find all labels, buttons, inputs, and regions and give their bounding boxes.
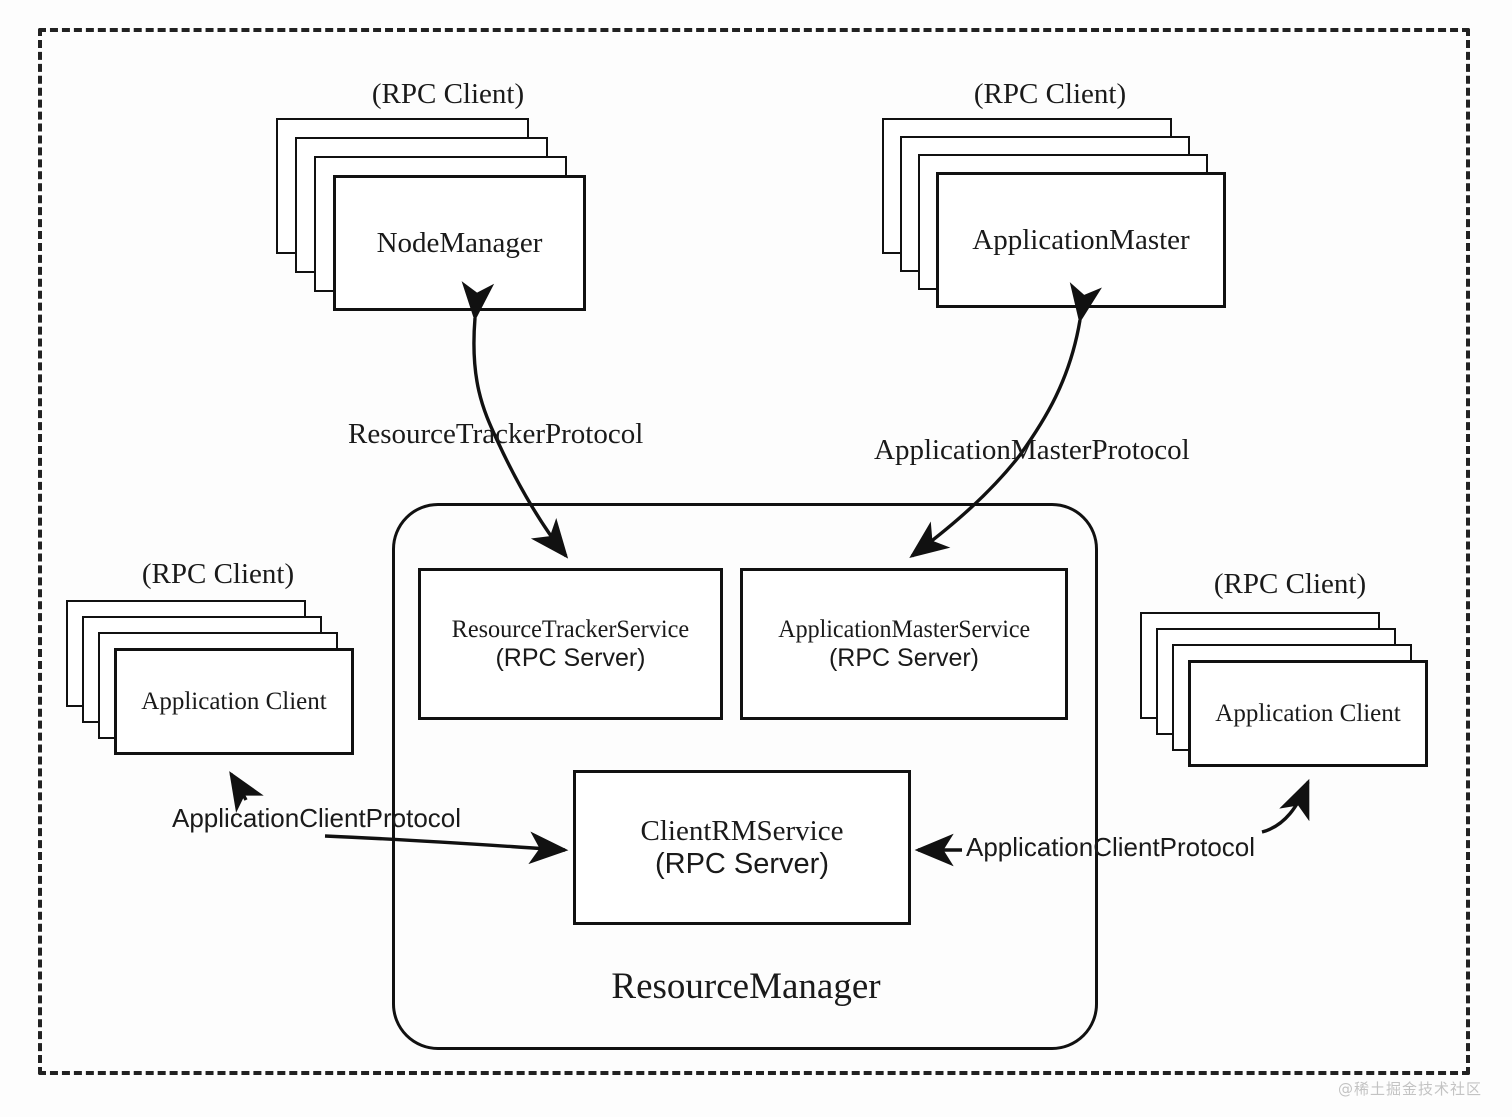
resource-tracker-protocol-arrow xyxy=(461,281,569,559)
client-rm-service-box[interactable]: ClientRMService (RPC Server) xyxy=(573,770,911,925)
application-master-box[interactable]: ApplicationMaster xyxy=(936,172,1226,308)
application-master-protocol-label: ApplicationMasterProtocol xyxy=(874,434,1190,466)
node-manager-label: NodeManager xyxy=(376,226,543,259)
resource-tracker-protocol-label: ResourceTrackerProtocol xyxy=(348,418,644,450)
client-rm-service-role: (RPC Server) xyxy=(654,847,829,880)
application-master-service-role: (RPC Server) xyxy=(828,644,979,672)
application-client-left-rpc-client-caption: (RPC Client) xyxy=(141,558,295,590)
application-client-protocol-left-arrow xyxy=(324,831,569,865)
application-client-right-label: Application Client xyxy=(1215,699,1401,727)
application-client-left-stack: Application Client xyxy=(66,600,366,765)
resource-tracker-service-name: ResourceTrackerService xyxy=(451,616,690,643)
application-master-stack: ApplicationMaster xyxy=(882,118,1247,308)
application-client-left-label: Application Client xyxy=(141,687,327,715)
application-client-protocol-right-label: ApplicationClientProtocol xyxy=(966,832,1256,862)
application-client-left-box[interactable]: Application Client xyxy=(114,648,354,755)
application-client-right-rpc-client-caption: (RPC Client) xyxy=(1213,568,1367,600)
application-client-protocol-right-up-arrow xyxy=(1261,778,1310,834)
client-rm-service-name: ClientRMService xyxy=(640,815,844,848)
application-master-service-box[interactable]: ApplicationMasterService (RPC Server) xyxy=(740,568,1068,720)
node-manager-stack: NodeManager xyxy=(276,118,586,311)
application-master-label: ApplicationMaster xyxy=(972,223,1190,256)
application-master-rpc-client-caption: (RPC Client) xyxy=(973,78,1127,110)
cluster-boundary xyxy=(38,28,1470,1075)
application-client-right-box[interactable]: Application Client xyxy=(1188,660,1428,767)
resource-tracker-service-box[interactable]: ResourceTrackerService (RPC Server) xyxy=(418,568,723,720)
node-manager-rpc-client-caption: (RPC Client) xyxy=(371,78,525,110)
resource-manager-title: ResourceManager xyxy=(611,966,881,1007)
resource-manager-container xyxy=(392,503,1098,1050)
application-client-protocol-left-label: ApplicationClientProtocol xyxy=(172,803,462,833)
application-client-protocol-left-up-arrow xyxy=(229,771,264,813)
application-client-right-stack: Application Client xyxy=(1140,612,1440,777)
application-master-service-name: ApplicationMasterService xyxy=(778,616,1030,643)
resource-tracker-service-role: (RPC Server) xyxy=(495,644,646,672)
application-master-protocol-arrow xyxy=(909,282,1102,559)
watermark: @稀土掘金技术社区 xyxy=(1337,1080,1482,1098)
